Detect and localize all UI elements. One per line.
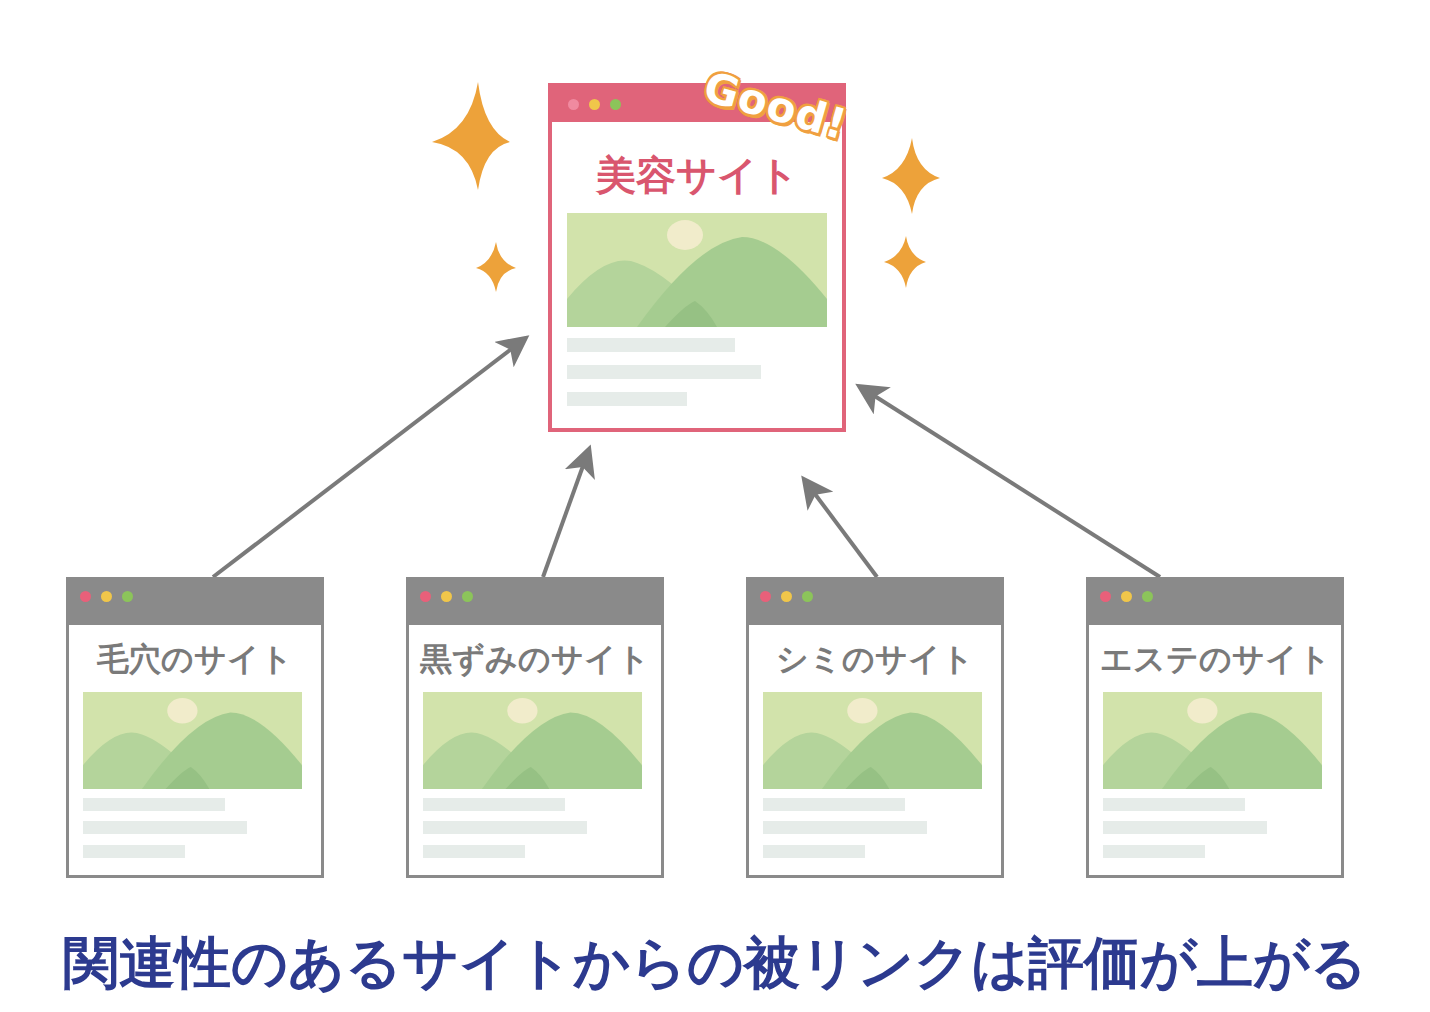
- link-arrow: [806, 482, 877, 577]
- text-placeholder: [567, 338, 735, 352]
- text-placeholder: [423, 821, 587, 834]
- linking-site-window: 黒ずみのサイト: [406, 577, 664, 878]
- title-bar: [409, 580, 661, 625]
- sparkle: [432, 82, 510, 190]
- image-placeholder: [1103, 692, 1322, 789]
- window-dot: [1100, 591, 1111, 602]
- site-title: 美容サイト: [552, 149, 842, 201]
- caption: 関連性のあるサイトからの被リンクは評価が上がる: [0, 925, 1430, 1001]
- title-bar: [749, 580, 1001, 625]
- window-dot: [568, 99, 579, 110]
- text-placeholder: [567, 365, 761, 379]
- text-placeholder: [83, 845, 185, 858]
- text-placeholder: [763, 821, 927, 834]
- sparkle: [476, 242, 516, 292]
- picture-frame: [423, 692, 642, 793]
- image-placeholder: [83, 692, 302, 789]
- sparkle: [884, 236, 926, 288]
- text-placeholder: [83, 821, 247, 834]
- picture-frame: [83, 692, 302, 793]
- window-dot: [589, 99, 600, 110]
- window-dot: [760, 591, 771, 602]
- picture-frame: [1103, 692, 1322, 793]
- site-title: エステのサイト: [1089, 638, 1341, 680]
- text-placeholder: [763, 798, 905, 811]
- sparkle: [882, 138, 940, 214]
- picture-frame: [763, 692, 982, 793]
- link-arrow: [543, 452, 588, 577]
- window-dot: [610, 99, 621, 110]
- text-placeholder: [567, 392, 687, 406]
- window-dot: [1142, 591, 1153, 602]
- site-title: シミのサイト: [749, 638, 1001, 680]
- linking-site-window: エステのサイト: [1086, 577, 1344, 878]
- text-placeholder: [1103, 821, 1267, 834]
- link-arrow: [213, 340, 523, 577]
- window-dot: [802, 591, 813, 602]
- text-placeholder: [83, 798, 225, 811]
- window-dot: [441, 591, 452, 602]
- window-dot: [781, 591, 792, 602]
- title-bar: [1089, 580, 1341, 625]
- image-placeholder: [567, 213, 827, 327]
- window-dot: [462, 591, 473, 602]
- window-dot: [101, 591, 112, 602]
- window-dot: [420, 591, 431, 602]
- image-placeholder: [763, 692, 982, 789]
- window-dot: [1121, 591, 1132, 602]
- linking-site-window: シミのサイト: [746, 577, 1004, 878]
- image-placeholder: [423, 692, 642, 789]
- text-placeholder: [1103, 798, 1245, 811]
- window-dot: [122, 591, 133, 602]
- text-placeholder: [763, 845, 865, 858]
- window-dot: [80, 591, 91, 602]
- linking-site-window: 毛穴のサイト: [66, 577, 324, 878]
- text-placeholder: [1103, 845, 1205, 858]
- site-title: 毛穴のサイト: [69, 638, 321, 680]
- title-bar: [69, 580, 321, 625]
- text-placeholder: [423, 845, 525, 858]
- link-arrow: [862, 388, 1160, 577]
- text-placeholder: [423, 798, 565, 811]
- site-title: 黒ずみのサイト: [409, 638, 661, 680]
- picture-frame: [567, 213, 827, 331]
